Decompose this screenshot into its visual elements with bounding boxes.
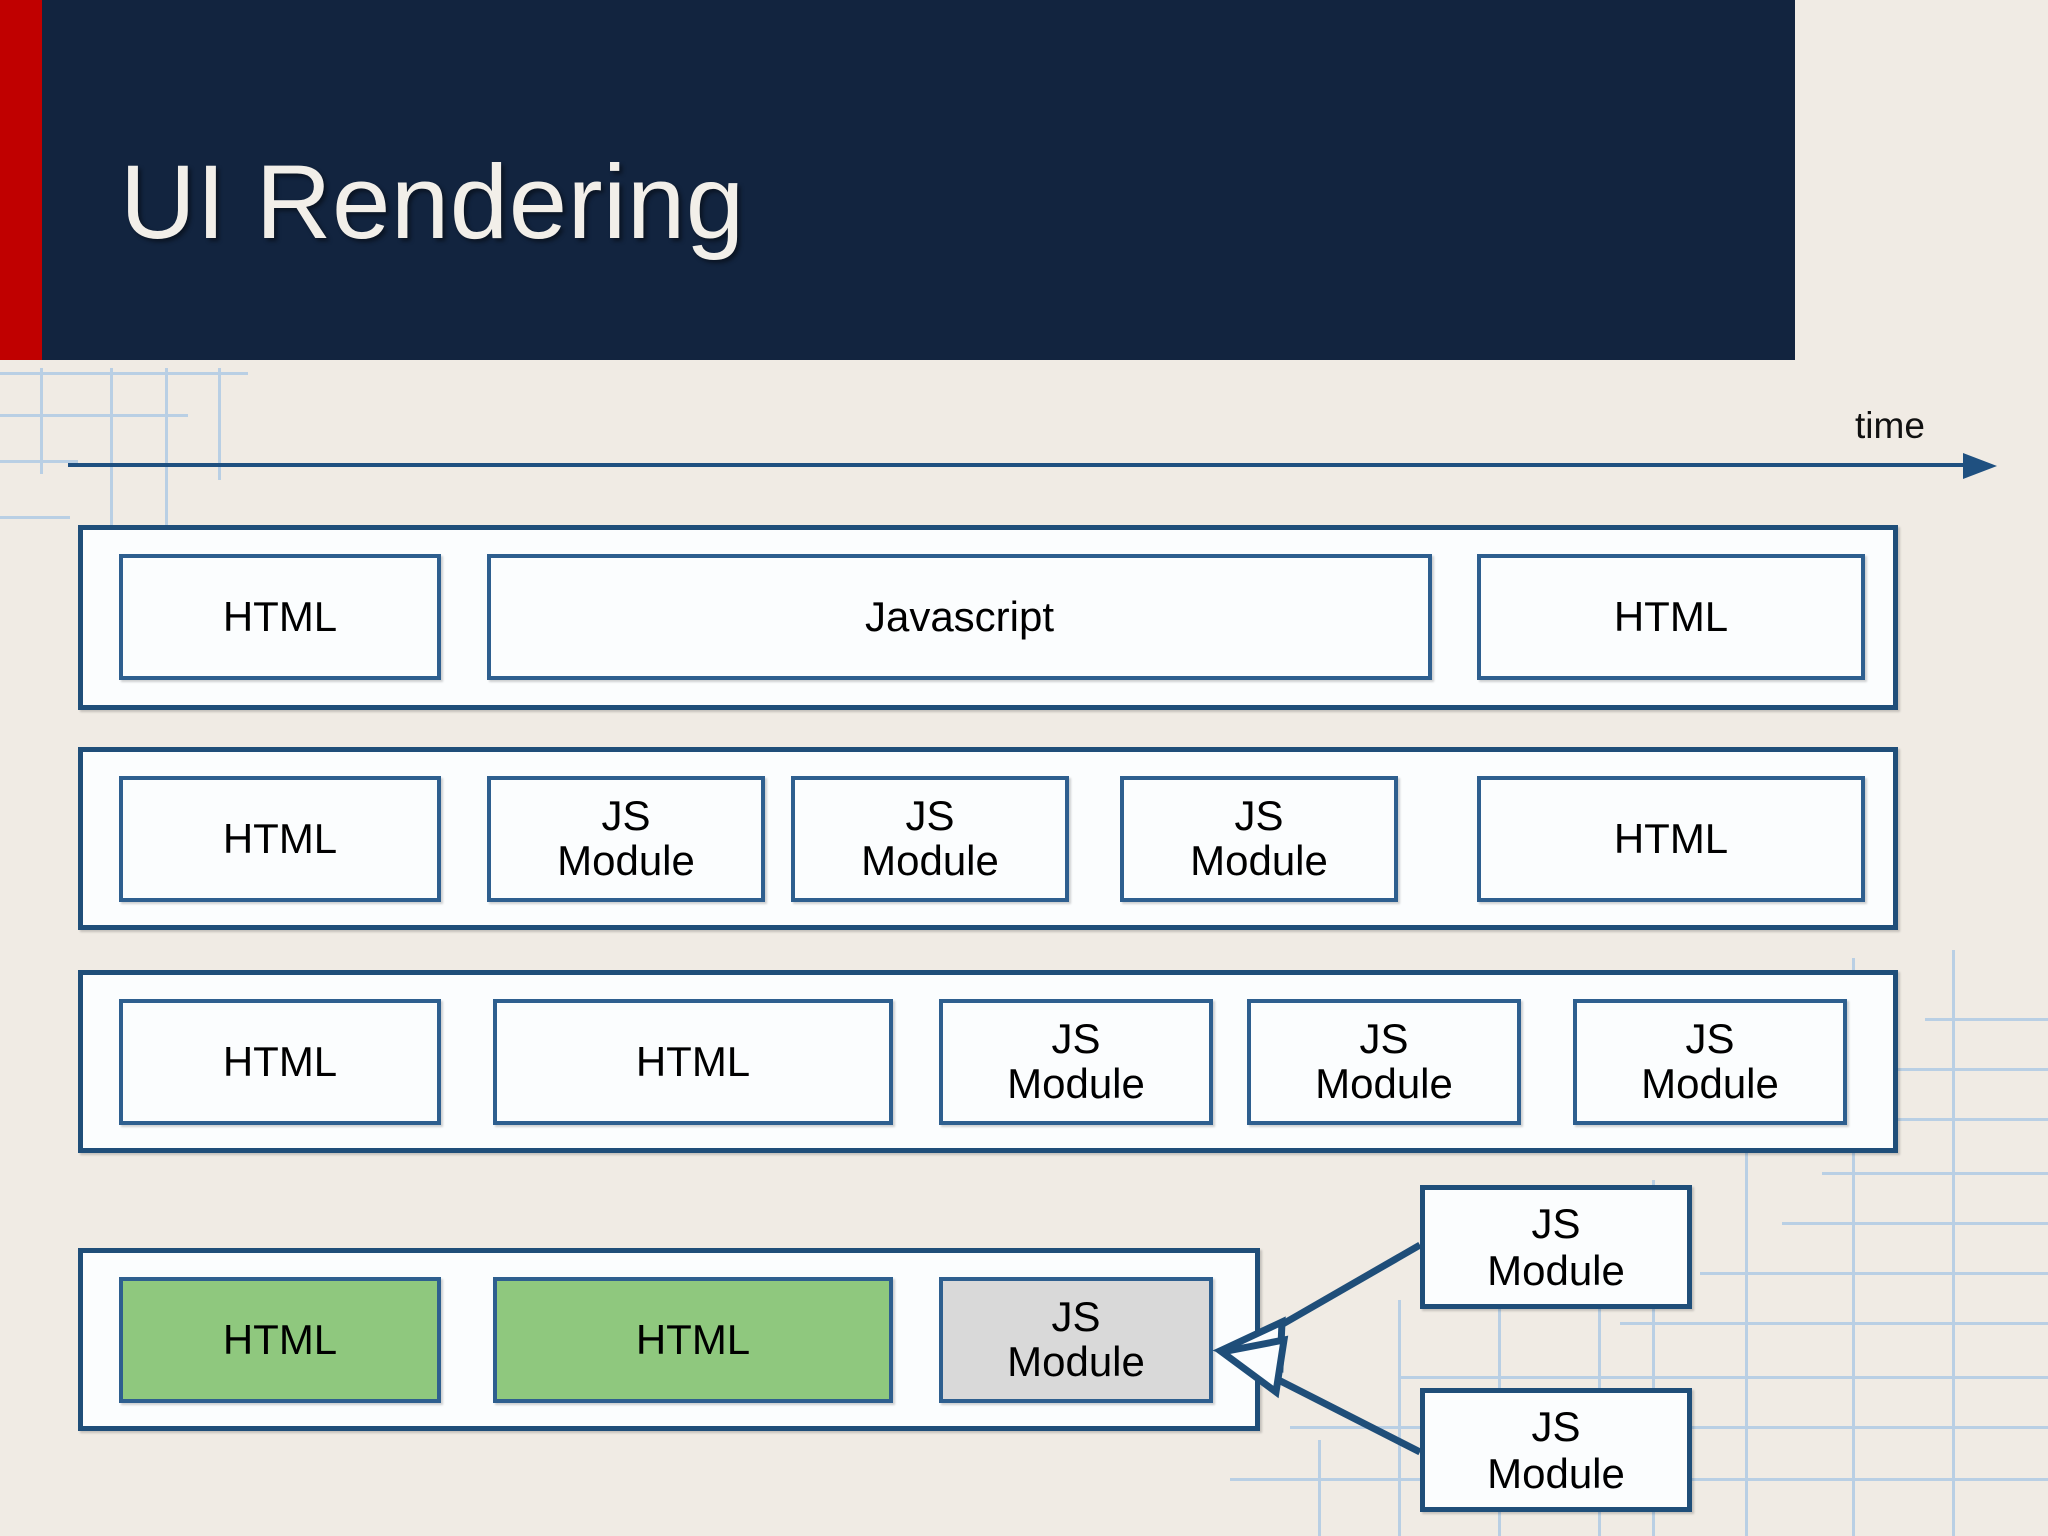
timeline-row-2: HTML JS Module JS Module JS Module HTML xyxy=(78,747,1898,930)
cell-label: JS Module xyxy=(1641,1015,1779,1107)
cell-label: JS Module xyxy=(1315,1015,1453,1107)
timeline-cell[interactable]: JS Module xyxy=(1573,999,1847,1125)
cell-label: Javascript xyxy=(864,592,1055,640)
cell-label: HTML xyxy=(1613,592,1729,640)
cell-label: HTML xyxy=(635,1315,751,1363)
timeline-cell[interactable]: HTML xyxy=(119,999,441,1125)
time-arrow-icon xyxy=(1963,453,1997,479)
cell-label: HTML xyxy=(222,814,338,862)
timeline-cell[interactable]: JS Module xyxy=(939,1277,1213,1403)
page-title: UI Rendering xyxy=(120,144,745,261)
title-band xyxy=(0,0,1795,360)
timeline-cell[interactable]: JS Module xyxy=(1120,776,1398,902)
timeline-row-1: HTML Javascript HTML xyxy=(78,525,1898,710)
timeline-cell[interactable]: JS Module xyxy=(791,776,1069,902)
cell-label: HTML xyxy=(222,1315,338,1363)
floating-module-top[interactable]: JS Module xyxy=(1420,1185,1692,1309)
cell-label: HTML xyxy=(1613,814,1729,862)
time-axis-line xyxy=(68,463,1973,467)
cell-label: JS Module xyxy=(861,792,999,884)
timeline-row-3: HTML HTML JS Module JS Module JS Module xyxy=(78,970,1898,1153)
timeline-cell[interactable]: HTML xyxy=(1477,554,1865,680)
cell-label: JS Module xyxy=(1190,792,1328,884)
cell-label: JS Module xyxy=(557,792,695,884)
floating-module-bottom[interactable]: JS Module xyxy=(1420,1388,1692,1512)
timeline-cell[interactable]: JS Module xyxy=(1247,999,1521,1125)
timeline-row-4: HTML HTML JS Module xyxy=(78,1248,1260,1431)
timeline-cell[interactable]: HTML xyxy=(493,1277,893,1403)
time-axis-label: time xyxy=(1855,405,1925,446)
timeline-cell[interactable]: HTML xyxy=(493,999,893,1125)
timeline-cell[interactable]: JS Module xyxy=(939,999,1213,1125)
timeline-cell[interactable]: HTML xyxy=(119,1277,441,1403)
time-axis xyxy=(68,453,1998,479)
cell-label: JS Module xyxy=(1007,1293,1145,1385)
timeline-cell[interactable]: HTML xyxy=(1477,776,1865,902)
accent-bar xyxy=(0,0,42,360)
cell-label: HTML xyxy=(222,1037,338,1085)
timeline-cell[interactable]: Javascript xyxy=(487,554,1432,680)
timeline-cell[interactable]: JS Module xyxy=(487,776,765,902)
timeline-cell[interactable]: HTML xyxy=(119,776,441,902)
floating-module-label: JS Module xyxy=(1487,1199,1625,1294)
floating-module-label: JS Module xyxy=(1487,1402,1625,1497)
cell-label: HTML xyxy=(222,592,338,640)
cell-label: JS Module xyxy=(1007,1015,1145,1107)
timeline-cell[interactable]: HTML xyxy=(119,554,441,680)
cell-label: HTML xyxy=(635,1037,751,1085)
